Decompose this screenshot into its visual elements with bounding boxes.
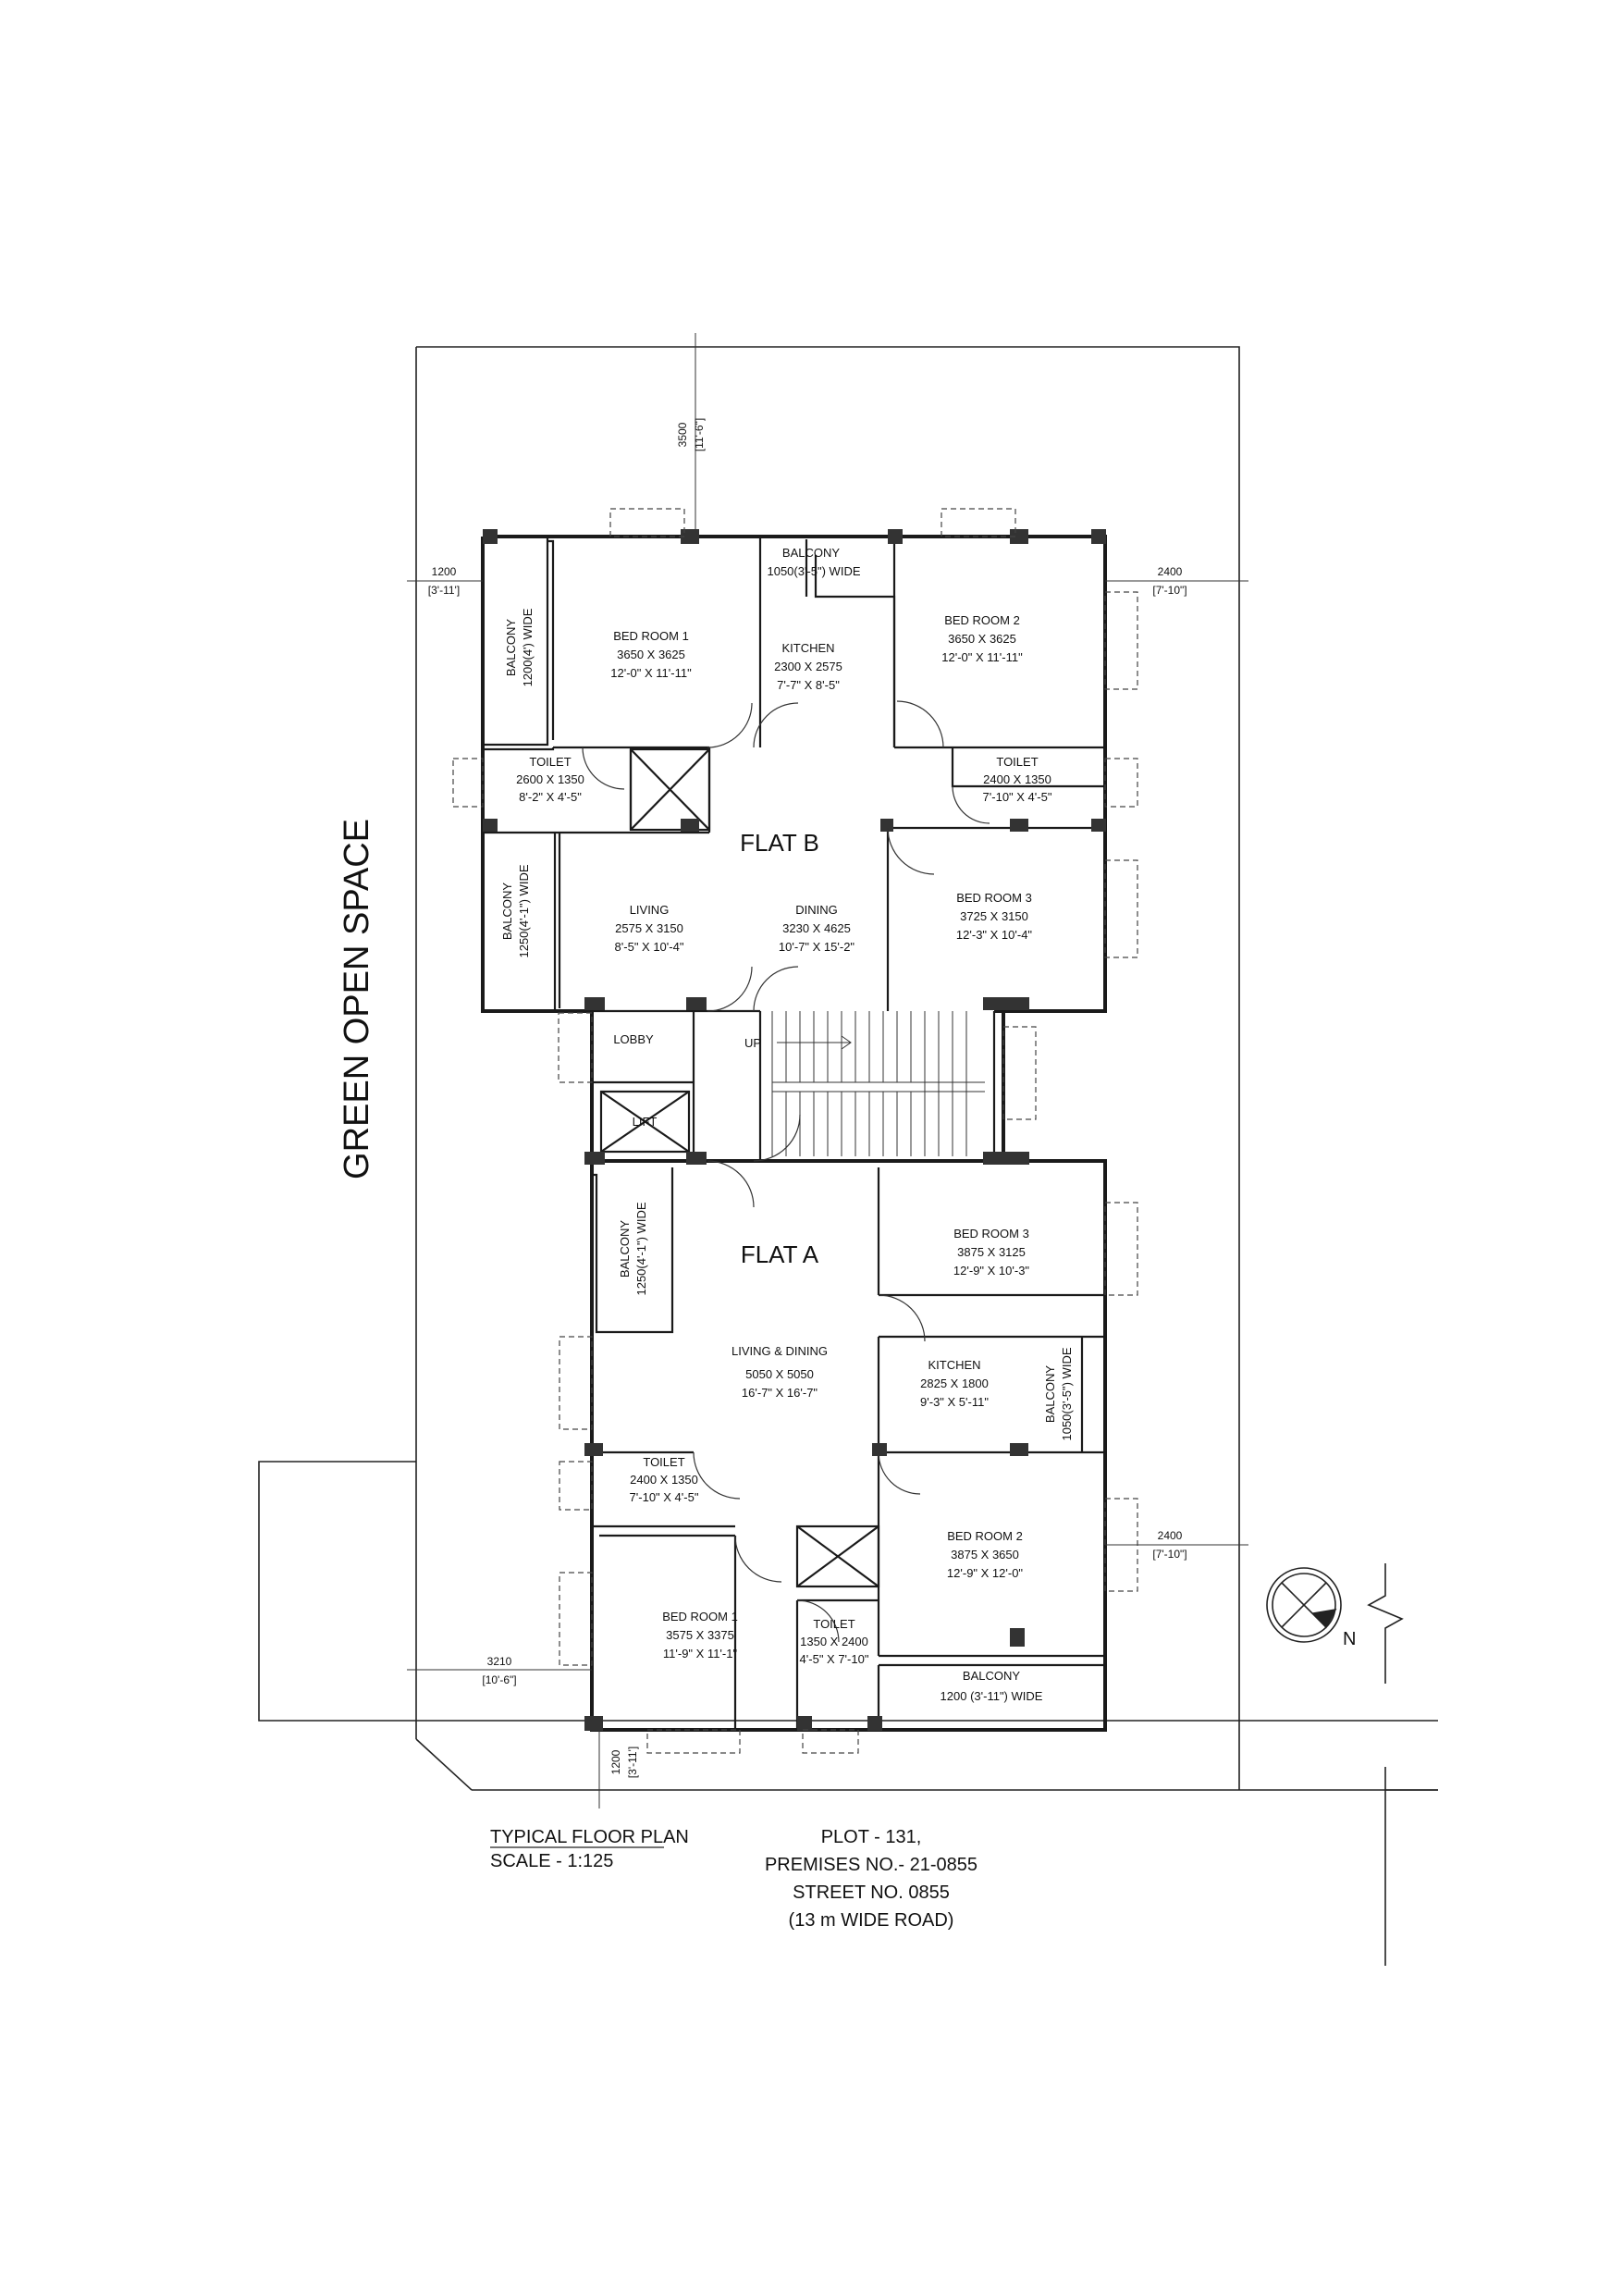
a-toilet1-ft: 7'-10" X 4'-5" bbox=[630, 1490, 699, 1504]
b-bed2-ft: 12'-0" X 11'-11" bbox=[941, 650, 1023, 664]
flat-a-label: FLAT A bbox=[741, 1241, 819, 1268]
b-bed1-name: BED ROOM 1 bbox=[613, 629, 689, 643]
b-toilet2-ft: 7'-10" X 4'-5" bbox=[983, 790, 1052, 804]
b-toilet2-mm: 2400 X 1350 bbox=[983, 772, 1051, 786]
b-kitchen-mm: 2300 X 2575 bbox=[774, 660, 842, 673]
stair-up-label: UP bbox=[744, 1036, 761, 1050]
windows bbox=[452, 508, 1138, 1754]
a-balcony-r-name: BALCONY bbox=[1043, 1365, 1057, 1423]
a-bed3-name: BED ROOM 3 bbox=[953, 1227, 1029, 1241]
a-bed1-name: BED ROOM 1 bbox=[662, 1610, 738, 1623]
dim-left-bottom-mm: 3210 bbox=[487, 1655, 512, 1668]
a-kitchen-mm: 2825 X 1800 bbox=[920, 1376, 989, 1390]
road-width: (13 m WIDE ROAD) bbox=[789, 1910, 954, 1931]
a-balcony-r-size: 1050(3'-5") WIDE bbox=[1060, 1347, 1074, 1440]
b-bed1-mm: 3650 X 3625 bbox=[617, 648, 685, 661]
b-balcony-w-size: 1200(4') WIDE bbox=[521, 608, 535, 686]
a-balcony-l-size: 1250(4'-1") WIDE bbox=[634, 1202, 648, 1295]
b-bed3-mm: 3725 X 3150 bbox=[960, 909, 1028, 923]
a-bed2-name: BED ROOM 2 bbox=[947, 1529, 1023, 1543]
b-dining-name: DINING bbox=[795, 903, 838, 917]
a-kitchen-ft: 9'-3" X 5'-11" bbox=[920, 1395, 989, 1409]
plot-number: PLOT - 131, bbox=[821, 1827, 922, 1847]
dim-top-ft: [11'-6"] bbox=[693, 418, 706, 451]
doors bbox=[582, 700, 990, 1643]
north-label: N bbox=[1343, 1629, 1356, 1649]
dim-top-mm: 3500 bbox=[676, 422, 689, 447]
b-living-ft: 8'-5" X 10'-4" bbox=[615, 940, 684, 954]
dim-right-bottom-ft: [7'-10"] bbox=[1152, 1548, 1187, 1561]
a-toilet2-mm: 1350 X 2400 bbox=[800, 1635, 868, 1648]
a-bed3-mm: 3875 X 3125 bbox=[957, 1245, 1026, 1259]
premises-number: PREMISES NO.- 21-0855 bbox=[765, 1855, 977, 1875]
b-bed1-ft: 12'-0" X 11'-11" bbox=[610, 666, 692, 680]
a-balcony-l-name: BALCONY bbox=[618, 1220, 632, 1278]
lift-label: LIFT bbox=[633, 1115, 658, 1129]
dimension-lines bbox=[407, 333, 1248, 1808]
b-toilet2-name: TOILET bbox=[996, 755, 1038, 769]
dim-right-top-mm: 2400 bbox=[1158, 565, 1183, 578]
a-living-name: LIVING & DINING bbox=[732, 1344, 828, 1358]
b-dining-mm: 3230 X 4625 bbox=[782, 921, 851, 935]
a-bed2-ft: 12'-9" X 12'-0" bbox=[947, 1566, 1024, 1580]
staircase bbox=[771, 1011, 985, 1156]
b-balcony-top-size: 1050(3'-5") WIDE bbox=[767, 564, 860, 578]
b-balcony-top-name: BALCONY bbox=[782, 546, 840, 560]
a-living-mm: 5050 X 5050 bbox=[745, 1367, 814, 1381]
flat-b-label: FLAT B bbox=[740, 829, 819, 857]
b-toilet1-name: TOILET bbox=[529, 755, 571, 769]
a-balcony-b-size: 1200 (3'-11") WIDE bbox=[941, 1689, 1043, 1703]
columns bbox=[483, 529, 1106, 1731]
a-toilet2-name: TOILET bbox=[813, 1617, 855, 1631]
site-boundary bbox=[258, 346, 1438, 1966]
b-toilet1-ft: 8'-2" X 4'-5" bbox=[519, 790, 582, 804]
a-living-ft: 16'-7" X 16'-7" bbox=[742, 1386, 818, 1400]
b-bed2-mm: 3650 X 3625 bbox=[948, 632, 1016, 646]
dim-left-top-ft: [3'-11'] bbox=[428, 584, 460, 597]
plan-scale: SCALE - 1:125 bbox=[490, 1851, 613, 1871]
dim-right-bottom-mm: 2400 bbox=[1158, 1529, 1183, 1542]
a-bed1-ft: 11'-9" X 11'-1" bbox=[663, 1647, 738, 1660]
a-balcony-b-name: BALCONY bbox=[963, 1669, 1020, 1683]
dim-left-top-mm: 1200 bbox=[432, 565, 457, 578]
b-toilet1-mm: 2600 X 1350 bbox=[516, 772, 584, 786]
b-kitchen-ft: 7'-7" X 8'-5" bbox=[777, 678, 840, 692]
b-bed3-name: BED ROOM 3 bbox=[956, 891, 1032, 905]
b-living-name: LIVING bbox=[630, 903, 670, 917]
b-dining-ft: 10'-7" X 15'-2" bbox=[779, 940, 855, 954]
b-balcony-l-size: 1250(4'-1") WIDE bbox=[517, 864, 531, 957]
b-bed2-name: BED ROOM 2 bbox=[944, 613, 1020, 627]
a-bed3-ft: 12'-9" X 10'-3" bbox=[953, 1264, 1030, 1278]
a-toilet2-ft: 4'-5" X 7'-10" bbox=[800, 1652, 869, 1666]
b-balcony-w-name: BALCONY bbox=[504, 619, 518, 676]
street-number: STREET NO. 0855 bbox=[793, 1882, 950, 1903]
north-arrow-icon bbox=[1266, 1567, 1342, 1643]
b-living-mm: 2575 X 3150 bbox=[615, 921, 683, 935]
a-toilet1-name: TOILET bbox=[643, 1455, 684, 1469]
b-balcony-l-name: BALCONY bbox=[500, 883, 514, 940]
plan-title: TYPICAL FLOOR PLAN bbox=[490, 1827, 689, 1847]
dim-left-bottom-ft: [10'-6"] bbox=[482, 1673, 516, 1686]
a-toilet1-mm: 2400 X 1350 bbox=[630, 1473, 698, 1487]
b-bed3-ft: 12'-3" X 10'-4" bbox=[956, 928, 1033, 942]
a-bed1-mm: 3575 X 3375 bbox=[666, 1628, 734, 1642]
lobby-label: LOBBY bbox=[613, 1032, 654, 1046]
a-kitchen-name: KITCHEN bbox=[928, 1358, 980, 1372]
dim-right-top-ft: [7'-10"] bbox=[1152, 584, 1187, 597]
a-bed2-mm: 3875 X 3650 bbox=[951, 1548, 1019, 1562]
b-kitchen-name: KITCHEN bbox=[781, 641, 834, 655]
dim-bottom-mm: 1200 bbox=[609, 1749, 622, 1774]
dim-bottom-ft: [3'-11'] bbox=[626, 1747, 639, 1778]
green-open-space-label: GREEN OPEN SPACE bbox=[338, 819, 376, 1179]
